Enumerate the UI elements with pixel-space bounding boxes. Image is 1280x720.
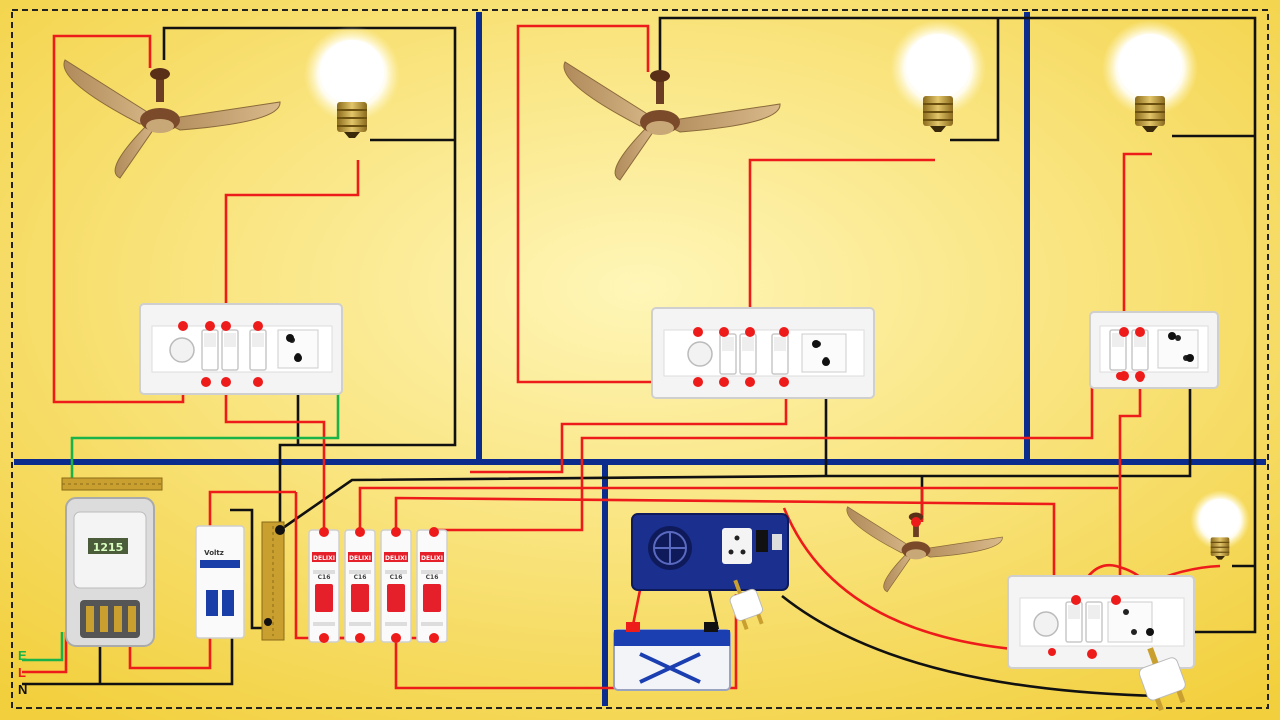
mcb-brand: DELIXI <box>421 555 443 562</box>
mcb-brand: DELIXI <box>313 555 335 562</box>
inverter-icon <box>631 513 789 591</box>
meter-display: 1215 <box>93 541 124 554</box>
earth-label: E <box>18 648 27 663</box>
mcb-rating: C16 <box>390 574 403 581</box>
switchboard-icon <box>1089 311 1219 389</box>
mcb-rating: C16 <box>354 574 367 581</box>
house-outline <box>11 9 1269 709</box>
mcb-rating: C16 <box>426 574 439 581</box>
neutral-terminal-dots <box>264 332 1194 636</box>
mcb-icon <box>416 529 448 643</box>
mcb-icon <box>380 529 412 643</box>
mcb-brand: DELIXI <box>349 555 371 562</box>
line-label: L <box>18 665 26 680</box>
switchboard-icon <box>139 303 343 395</box>
neutral-link-icon <box>261 521 285 641</box>
mcb-icon <box>344 529 376 643</box>
battery-icon <box>613 622 731 691</box>
three-pin-plug-icon <box>1138 647 1186 711</box>
switchboard-icon <box>1007 575 1195 669</box>
switchboard-icon <box>651 307 875 399</box>
main-switch-brand: Voltz <box>204 549 224 557</box>
neutral-label: N <box>18 682 27 697</box>
three-pin-plug-icon <box>729 579 764 630</box>
neutral-wires <box>22 16 1257 698</box>
terminal-dots <box>178 321 1145 659</box>
mcb-rating: C16 <box>318 574 331 581</box>
main-switch-icon <box>195 525 245 639</box>
energy-meter-icon <box>65 497 155 647</box>
mcb-icon <box>308 529 340 643</box>
mcb-brand: DELIXI <box>385 555 407 562</box>
room-partitions <box>14 12 1266 706</box>
busbar-icon <box>61 477 163 491</box>
